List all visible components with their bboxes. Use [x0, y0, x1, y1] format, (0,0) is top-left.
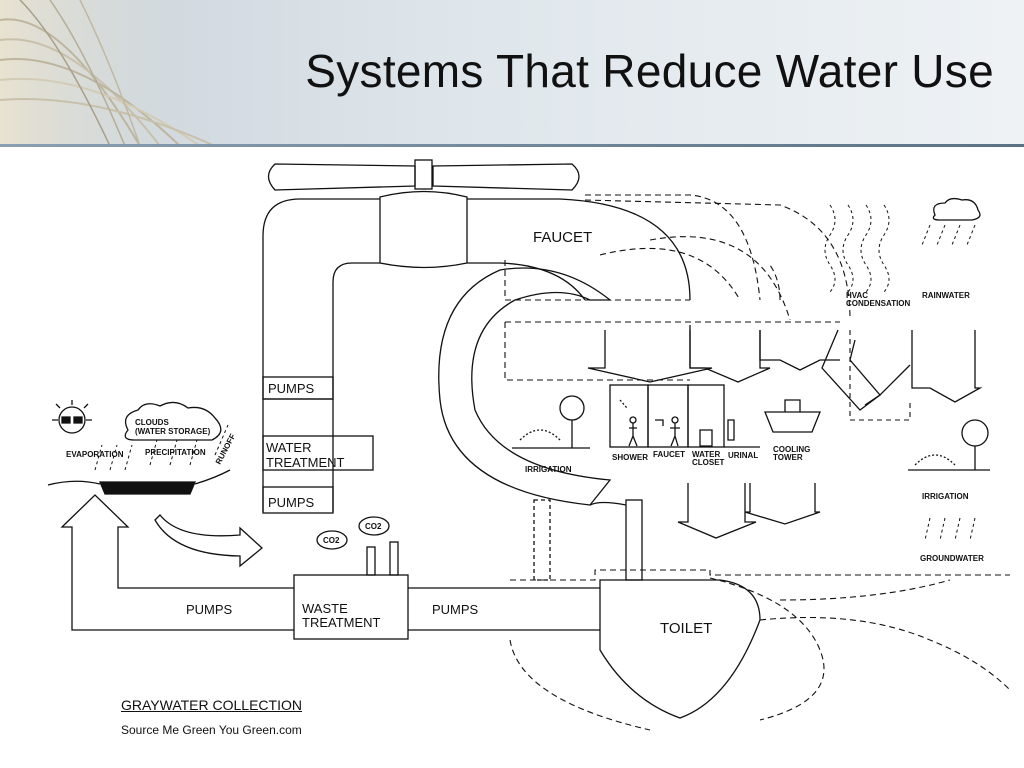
cooling-tower-icon	[764, 399, 821, 433]
shower-stall	[609, 384, 649, 448]
ground-strip	[99, 481, 196, 495]
cooling-tower-label-2: TOWER	[773, 453, 803, 462]
irrigation-left-label: IRRIGATION	[525, 465, 572, 474]
pumps-right-label: PUMPS	[432, 602, 479, 617]
supply-pipe	[262, 198, 380, 512]
groundwater-label: GROUNDWATER	[920, 554, 984, 563]
pumps-lower-box	[262, 486, 334, 514]
recirculation-arrow	[438, 267, 612, 506]
pumps-lower-label: PUMPS	[268, 495, 315, 510]
water-treatment-box	[262, 435, 374, 471]
smokestack-b	[389, 541, 399, 576]
irrigation-left-icon	[512, 395, 590, 449]
graywater-diagram: FAUCET PUMPS WATER TREATMENT PUMPS PUMPS…	[47, 159, 1011, 731]
water-treatment-label-1: WATER	[266, 440, 312, 455]
source-credit: Source Me Green You Green.com	[121, 723, 302, 737]
header-divider	[0, 144, 1024, 147]
waste-treatment-label-1: WASTE	[302, 601, 348, 616]
shower-label: SHOWER	[612, 453, 648, 462]
toilet-label: TOILET	[660, 620, 712, 637]
rainwater-label: RAINWATER	[922, 291, 970, 300]
waste-treatment-label-2: TREATMENT	[302, 615, 381, 630]
clouds-label-1: CLOUDS	[135, 418, 169, 427]
faucet-handle-right	[432, 163, 580, 191]
faucet-label: FAUCET	[533, 229, 592, 246]
sun-icon	[58, 406, 86, 434]
hvac-label-2: CONDENSATION	[846, 299, 911, 308]
co2-label-a: CO2	[323, 536, 340, 545]
toilet-tank	[599, 579, 761, 719]
waste-treatment-box	[293, 574, 409, 640]
vent-pipe-b	[625, 499, 643, 581]
slide-header: Systems That Reduce Water Use	[0, 0, 1024, 146]
hvac-label-1: HVAC	[846, 291, 868, 300]
irrigation-right-label: IRRIGATION	[922, 492, 969, 501]
water-treatment-label-2: TREATMENT	[266, 455, 345, 470]
precipitation-label: PRECIPITATION	[145, 448, 206, 457]
slide-title: Systems That Reduce Water Use	[305, 45, 994, 97]
pumps-upper-label: PUMPS	[268, 381, 315, 396]
faucet-spout	[467, 198, 691, 301]
faucet-fixture	[647, 384, 689, 448]
faucet-stem	[414, 159, 433, 190]
clouds-label-2: (WATER STORAGE)	[135, 427, 211, 436]
irrigation-right-icon	[908, 419, 990, 471]
diagram-caption: GRAYWATER COLLECTION	[121, 697, 302, 713]
water-closet-label-1: WATER	[692, 450, 721, 459]
pumps-left-label: PUMPS	[186, 602, 233, 617]
clouds-icon	[124, 401, 222, 441]
faucet-small-label: FAUCET	[653, 450, 685, 459]
water-closet-fixture	[687, 384, 725, 448]
vent-pipe-a	[533, 499, 551, 581]
urinal-label: URINAL	[728, 451, 758, 460]
faucet-handle-left	[267, 163, 416, 191]
cooling-tower-label-1: COOLING	[773, 445, 810, 454]
faucet-body	[379, 190, 468, 269]
smokestack-a	[366, 546, 376, 576]
water-closet-label-2: CLOSET	[692, 458, 725, 467]
book-pages-icon	[0, 0, 230, 146]
evaporation-label: EVAPORATION	[66, 450, 124, 459]
co2-label-b: CO2	[365, 522, 382, 531]
co2-cloud-a	[316, 530, 348, 550]
co2-cloud-b	[358, 516, 390, 536]
rain-cloud-icon	[932, 197, 981, 221]
